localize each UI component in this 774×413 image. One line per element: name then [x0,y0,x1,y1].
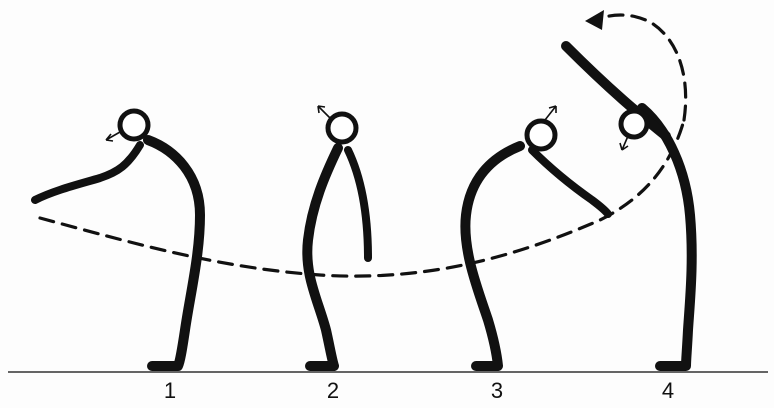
figure-2-arm [348,150,368,258]
figure-3 [465,106,608,366]
step-label-3: 3 [491,378,503,403]
figure-4-body [642,108,692,366]
figure-4-rotation-arrow [620,136,628,150]
figure-2-rotation-arrow [318,106,330,118]
figure-3-head [527,121,555,149]
step-label-2: 2 [327,378,339,403]
figure-2 [307,106,368,366]
figure-4 [566,46,692,366]
figure-3-body [465,146,520,366]
figure-1-rotation-arrow [106,132,120,141]
figure-1-arm [35,145,140,200]
figure-2-head [328,114,356,142]
figure-2-body [307,148,338,366]
step-label-1: 1 [164,378,176,403]
figure-3-arm [532,150,608,214]
figure-4-head [621,111,647,137]
step-label-4: 4 [662,378,674,403]
figure-4-arms [566,46,666,136]
figure-3-rotation-arrow [545,106,556,120]
figure-1-head [120,111,148,139]
return-arc-arrowhead [585,10,604,30]
